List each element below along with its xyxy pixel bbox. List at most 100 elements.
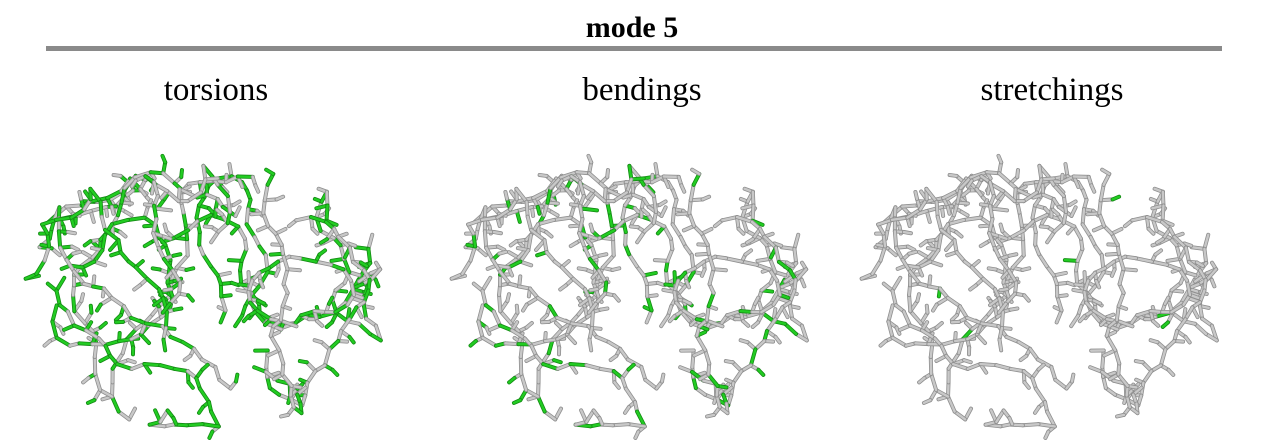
bond-highlighted bbox=[163, 192, 170, 201]
bond bbox=[152, 180, 160, 198]
bond-highlighted bbox=[161, 302, 171, 314]
bond bbox=[707, 252, 715, 271]
bond bbox=[609, 354, 618, 362]
panel-title-stretchings: stretchings bbox=[980, 72, 1124, 108]
bond bbox=[942, 189, 959, 200]
bond bbox=[988, 204, 994, 221]
bond bbox=[893, 230, 898, 249]
bond bbox=[1090, 184, 1096, 193]
bond bbox=[737, 227, 745, 235]
bond bbox=[506, 293, 511, 303]
bond bbox=[161, 172, 176, 185]
bond-highlighted bbox=[542, 362, 559, 371]
bond bbox=[768, 268, 779, 282]
bond-highlighted bbox=[197, 405, 205, 415]
bond bbox=[653, 258, 669, 263]
bond bbox=[527, 233, 533, 252]
bond-highlighted bbox=[187, 381, 194, 389]
bond bbox=[660, 373, 665, 383]
panel-torsions: torsions bbox=[6, 60, 426, 440]
bond bbox=[654, 162, 659, 178]
bond bbox=[946, 296, 962, 308]
bond bbox=[744, 249, 753, 256]
bond bbox=[100, 215, 107, 232]
bond-highlighted bbox=[707, 291, 715, 308]
bond bbox=[305, 361, 317, 373]
bond-highlighted bbox=[642, 271, 658, 277]
bond bbox=[962, 358, 972, 364]
bond bbox=[529, 228, 546, 242]
bond-highlighted bbox=[318, 249, 327, 256]
bond bbox=[186, 220, 199, 232]
bond bbox=[891, 289, 898, 307]
bond bbox=[724, 257, 744, 263]
bond bbox=[1072, 225, 1083, 240]
bond bbox=[266, 349, 281, 357]
bond bbox=[958, 305, 969, 320]
bond-highlighted bbox=[216, 183, 230, 198]
bond-highlighted bbox=[172, 229, 190, 240]
bond-highlighted bbox=[647, 185, 655, 194]
bond bbox=[578, 204, 584, 221]
bond bbox=[323, 348, 331, 367]
bond-highlighted bbox=[172, 416, 178, 426]
bond bbox=[624, 179, 641, 184]
bond bbox=[998, 338, 1003, 352]
bond-highlighted bbox=[51, 320, 58, 339]
bond bbox=[1005, 335, 1020, 344]
bond bbox=[993, 246, 1002, 261]
bond bbox=[477, 304, 484, 323]
bond bbox=[274, 268, 280, 278]
bond bbox=[80, 293, 85, 303]
bond bbox=[163, 287, 173, 292]
bond-highlighted bbox=[469, 339, 478, 347]
bond-highlighted bbox=[129, 316, 147, 325]
bond bbox=[611, 267, 621, 272]
bond-highlighted bbox=[71, 293, 76, 313]
bond bbox=[682, 309, 699, 321]
bond bbox=[1038, 164, 1043, 181]
bond-highlighted bbox=[83, 240, 92, 247]
bond bbox=[1098, 212, 1106, 228]
bond bbox=[192, 347, 204, 361]
bond bbox=[1175, 318, 1187, 333]
bond bbox=[504, 190, 509, 201]
bond-highlighted bbox=[245, 223, 256, 239]
bond-highlighted bbox=[209, 213, 226, 221]
bond bbox=[1022, 191, 1039, 203]
bond bbox=[525, 296, 539, 306]
bond bbox=[962, 216, 982, 222]
bond bbox=[583, 246, 592, 261]
bond-highlighted bbox=[207, 207, 215, 215]
bond-highlighted bbox=[362, 289, 370, 304]
bond-highlighted bbox=[201, 422, 220, 428]
bond bbox=[1198, 289, 1206, 304]
bond bbox=[491, 204, 509, 208]
bond bbox=[1095, 279, 1101, 289]
bond-highlighted bbox=[72, 324, 88, 332]
bond-highlighted bbox=[117, 238, 122, 254]
bond-highlighted bbox=[325, 204, 329, 222]
bond bbox=[1066, 281, 1076, 287]
bond-highlighted bbox=[588, 257, 601, 272]
bond bbox=[289, 394, 295, 409]
bond bbox=[571, 277, 587, 291]
bond bbox=[916, 293, 921, 303]
bond bbox=[642, 183, 656, 198]
bond-highlighted bbox=[1063, 258, 1079, 263]
bond bbox=[966, 179, 973, 188]
bond bbox=[578, 180, 586, 198]
bond-highlighted bbox=[266, 172, 275, 187]
bond bbox=[311, 227, 319, 235]
bond bbox=[721, 215, 739, 222]
bond-highlighted bbox=[298, 359, 308, 364]
bond-highlighted bbox=[374, 278, 380, 288]
bond bbox=[1170, 303, 1185, 314]
bond bbox=[72, 270, 86, 285]
bond bbox=[946, 395, 956, 413]
bond bbox=[908, 270, 922, 285]
bond bbox=[997, 154, 1003, 164]
bond bbox=[775, 279, 782, 297]
bond bbox=[952, 362, 969, 371]
bond bbox=[987, 267, 997, 271]
